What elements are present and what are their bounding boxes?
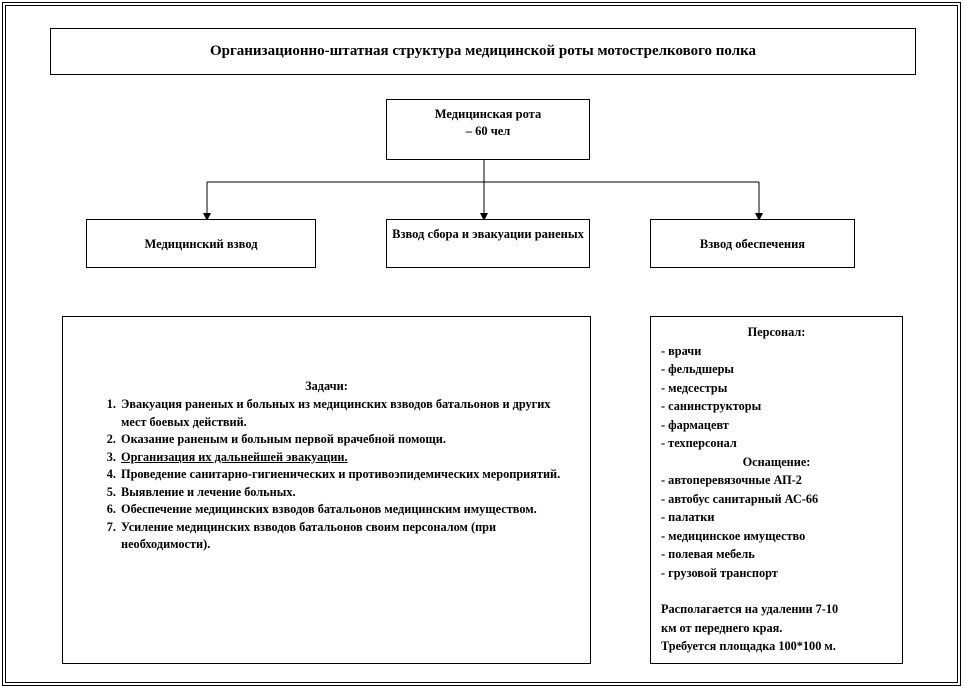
equipment-item: - автобус санитарный АС-66 (661, 491, 819, 506)
spacer (661, 582, 902, 600)
node-medical-company-size: – 60 чел (465, 124, 511, 138)
area-requirement: Требуется площадка 100*100 м. (661, 639, 836, 653)
personnel-item: - медсестры (661, 380, 728, 395)
personnel-item: - врачи (661, 343, 702, 358)
inner-border (5, 5, 958, 683)
task-item: Усиление медицинских взводов батальонов … (119, 519, 569, 554)
equipment-header: Оснащение: (742, 454, 811, 469)
info-box: Персонал: - врачи - фельдшеры - медсестр… (650, 316, 903, 664)
personnel-item: - фармацевт (661, 417, 729, 432)
tasks-header: Задачи: (305, 379, 348, 393)
personnel-item: - фельдшеры (661, 362, 735, 376)
equipment-item: - медицинское имущество (661, 528, 806, 543)
tasks-box: Задачи: Эвакуация раненых и больных из м… (62, 316, 591, 664)
equipment-item: - грузовой транспорт (661, 565, 778, 580)
diagram-title: Организационно-штатная структура медицин… (50, 28, 916, 75)
task-item: Проведение санитарно-гигиенических и про… (119, 466, 569, 484)
node-medical-company-name: Медицинская рота (434, 107, 542, 121)
node-support-platoon: Взвод обеспечения (650, 219, 855, 268)
node-evacuation-platoon: Взвод сбора и эвакуации раненых (386, 219, 590, 268)
task-item: Оказание раненым и больным первой врачеб… (119, 431, 569, 449)
tasks-list: Эвакуация раненых и больных из медицинск… (89, 396, 569, 554)
node-medical-platoon: Медицинский взвод (86, 219, 316, 268)
task-item: Выявление и лечение больных. (119, 484, 569, 502)
node-medical-company: Медицинская рота – 60 чел (386, 99, 590, 160)
equipment-item: - автоперевязочные АП-2 (661, 473, 802, 487)
location-line-1: Располагается на удалении 7-10 (661, 602, 839, 616)
personnel-header: Персонал: (747, 325, 806, 339)
task-item: Организация их дальнейшей эвакуации. (119, 449, 569, 467)
task-item: Эвакуация раненых и больных из медицинск… (119, 396, 569, 431)
task-item: Обеспечение медицинских взводов батальон… (119, 501, 569, 519)
equipment-item: - полевая мебель (661, 547, 755, 561)
personnel-item: - техперсонал (661, 436, 737, 450)
personnel-item: - санинструкторы (661, 399, 762, 413)
equipment-item: - палатки (661, 510, 715, 524)
location-line-2: км от переднего края. (661, 620, 783, 635)
